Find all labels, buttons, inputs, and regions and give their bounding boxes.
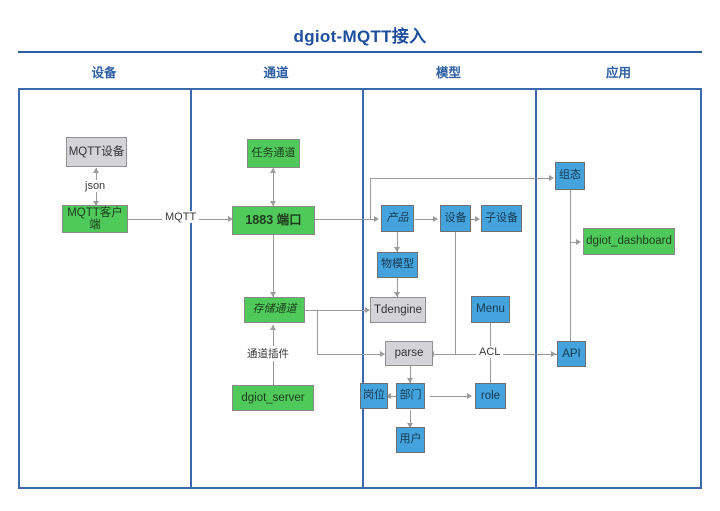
- arrow-up-task-channel: [269, 168, 276, 173]
- edge-product-to-thingmodel: [397, 232, 398, 252]
- column-header-app: 应用: [605, 66, 631, 80]
- arrow-down-tdengine: [393, 292, 400, 297]
- column-header-model: 模型: [435, 66, 461, 80]
- node-post-label: 岗位: [363, 389, 385, 402]
- swimlane-divider-2: [362, 88, 364, 489]
- node-device[interactable]: 设备: [440, 205, 471, 232]
- node-thing-model[interactable]: 物模型: [377, 252, 418, 278]
- node-sub-device[interactable]: 子设备: [481, 205, 522, 232]
- node-port-1883[interactable]: 1883 端口: [232, 206, 315, 235]
- edge-scada-vertical: [570, 190, 571, 345]
- node-storage-channel[interactable]: 存储通道: [244, 297, 305, 323]
- edge-thingmodel-to-tdengine: [397, 278, 398, 297]
- node-api-label: API: [562, 347, 581, 360]
- node-department-label: 部门: [399, 389, 422, 402]
- node-thing-model-label: 物模型: [381, 258, 414, 271]
- arrow-right-api: [551, 350, 556, 357]
- arrow-down-thingmodel: [393, 247, 400, 252]
- edge-department-to-role: [430, 396, 470, 397]
- edge-acl-to-role: [490, 354, 491, 383]
- node-mqtt-device-label: MQTT设备: [68, 145, 125, 158]
- arrow-down-department: [406, 378, 413, 383]
- edge-storage-to-tdengine: [305, 310, 368, 311]
- edge-department-to-user: [410, 410, 411, 427]
- node-scada-label: 组态: [559, 169, 581, 182]
- node-mqtt-device[interactable]: MQTT设备: [66, 137, 127, 167]
- edge-acl-to-menu: [490, 317, 491, 354]
- edge-scada-to-dashboard: [570, 242, 579, 243]
- node-user-label: 用户: [399, 433, 422, 446]
- title-divider: [18, 51, 702, 53]
- edge-port-up-to-scada-v: [370, 178, 371, 219]
- arrow-right-tdengine: [365, 306, 370, 313]
- node-department[interactable]: 部门: [396, 383, 425, 409]
- node-role[interactable]: role: [475, 383, 506, 409]
- edge-port-to-product: [315, 219, 377, 220]
- node-dgiot-dashboard[interactable]: dgiot_dashboard: [583, 228, 675, 255]
- arrow-down-storage-channel: [269, 292, 276, 297]
- node-scada[interactable]: 组态: [555, 162, 585, 190]
- arrow-right-subdevice: [475, 215, 480, 222]
- node-tdengine-label: Tdengine: [374, 303, 422, 316]
- arrow-left-post: [386, 392, 391, 399]
- arrow-right-product: [374, 215, 379, 222]
- node-menu-label: Menu: [476, 303, 505, 316]
- edge-parse-to-department: [410, 366, 411, 383]
- edge-storage-to-parse-h: [317, 354, 383, 355]
- node-product[interactable]: 产品: [381, 205, 414, 232]
- edge-port-task-channel: [273, 168, 274, 206]
- node-parse[interactable]: parse: [385, 341, 433, 366]
- node-tdengine[interactable]: Tdengine: [370, 297, 426, 323]
- arrow-right-scada: [549, 174, 554, 181]
- node-storage-channel-label: 存储通道: [252, 303, 297, 316]
- node-post[interactable]: 岗位: [360, 383, 388, 409]
- swimlane-divider-1: [190, 88, 192, 489]
- node-device-label: 设备: [444, 211, 467, 224]
- node-task-channel-label: 任务通道: [251, 146, 296, 159]
- node-product-label: 产品: [386, 211, 409, 224]
- arrow-down-mqtt-client: [92, 201, 99, 206]
- arrow-right-parse-from-storage: [380, 350, 385, 357]
- node-role-label: role: [480, 389, 501, 402]
- arrow-right-device: [433, 215, 438, 222]
- page-title: dgiot-MQTT接入: [293, 27, 427, 46]
- column-header-device: 设备: [91, 66, 117, 80]
- edge-label-mqtt: MQTT: [162, 211, 200, 223]
- arrow-up-mqtt-device: [92, 168, 99, 173]
- node-mqtt-client[interactable]: MQTT客户端: [62, 205, 128, 233]
- swimlane-frame: [18, 88, 702, 489]
- node-sub-device-label: 子设备: [485, 211, 518, 224]
- edge-product-to-device: [415, 219, 435, 220]
- node-dgiot-server[interactable]: dgiot_server: [232, 385, 314, 411]
- edge-port-to-storage: [273, 235, 274, 297]
- node-user[interactable]: 用户: [396, 427, 425, 453]
- edge-label-json: json: [82, 180, 109, 192]
- arrow-down-port-1883: [269, 201, 276, 206]
- swimlane-divider-3: [535, 88, 537, 489]
- edge-label-acl: ACL: [476, 346, 504, 358]
- arrow-up-storage-channel-plugin: [269, 325, 276, 330]
- node-dgiot-server-label: dgiot_server: [241, 391, 305, 404]
- node-task-channel[interactable]: 任务通道: [247, 139, 300, 168]
- edge-label-channel-plugin: 通道插件: [244, 346, 292, 361]
- edge-device-to-parse-v: [455, 232, 456, 354]
- arrow-right-role: [467, 392, 472, 399]
- column-header-channel: 通道: [263, 66, 289, 80]
- edge-device-to-subdevice: [471, 219, 478, 220]
- node-dgiot-dashboard-label: dgiot_dashboard: [586, 235, 672, 248]
- node-menu[interactable]: Menu: [471, 296, 510, 323]
- edge-port-up-to-scada-h: [370, 178, 552, 179]
- arrow-down-user: [406, 423, 413, 428]
- node-parse-label: parse: [394, 347, 424, 360]
- node-api[interactable]: API: [557, 341, 586, 367]
- node-port-1883-label: 1883 端口: [245, 212, 302, 227]
- node-mqtt-client-label: MQTT客户端: [67, 206, 123, 231]
- arrow-right-port-1883: [228, 215, 233, 222]
- edge-storage-to-parse-v: [317, 310, 318, 354]
- arrow-right-dashboard: [576, 238, 581, 245]
